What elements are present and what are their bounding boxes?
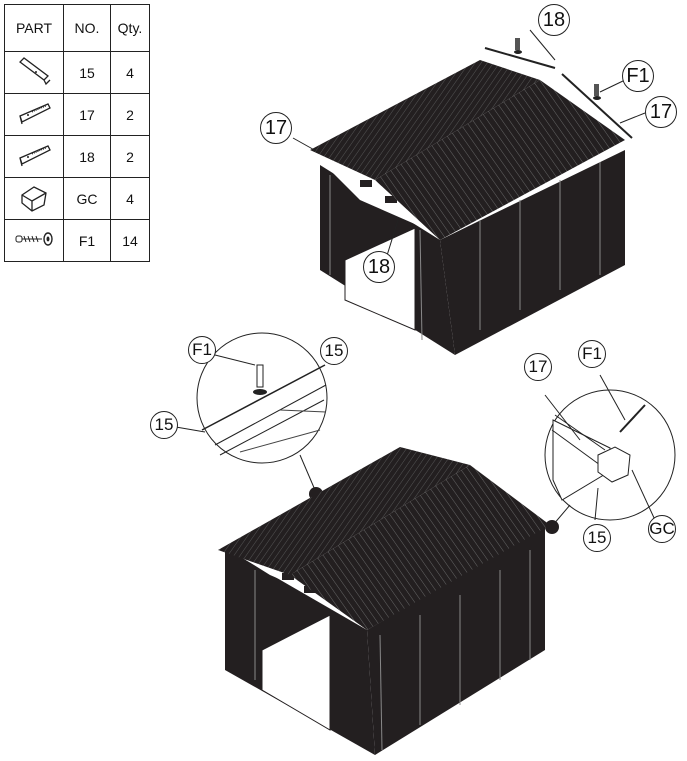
parts-table-header: PART NO. Qty. (4, 4, 150, 52)
detail-left-circle (169, 332, 328, 501)
part-qty: 4 (110, 51, 150, 94)
roof-trim-bracket-icon (4, 135, 64, 178)
callout-18-door: 18 (363, 251, 395, 283)
bottom-shed (218, 447, 550, 755)
callout-15-detail-top: 15 (320, 337, 348, 365)
header-qty: Qty. (110, 4, 150, 52)
detail-right-circle (544, 374, 676, 534)
screw-washer-icon (4, 219, 64, 262)
header-no: NO. (63, 4, 111, 52)
gable-cap-cube-icon (4, 177, 64, 220)
part-no: 15 (63, 51, 111, 94)
part-no: GC (63, 177, 111, 220)
callout-15-detail-right: 15 (583, 524, 611, 552)
part-qty: 4 (110, 177, 150, 220)
part-no: F1 (63, 219, 111, 262)
table-row: GC 4 (4, 177, 150, 220)
callout-f1-top: F1 (622, 60, 654, 92)
table-row: 18 2 (4, 135, 150, 178)
top-shed (292, 29, 646, 355)
part-qty: 14 (110, 219, 150, 262)
callout-17-detail-right: 17 (524, 353, 552, 381)
part-qty: 2 (110, 135, 150, 178)
callout-17-left: 17 (260, 112, 292, 144)
table-row: 15 4 (4, 51, 150, 94)
part-no: 18 (63, 135, 111, 178)
parts-table: PART NO. Qty. 15 4 17 2 18 2 GC 4 F1 (4, 4, 150, 262)
table-row: F1 14 (4, 219, 150, 262)
callout-f1-detail-left: F1 (188, 336, 216, 364)
callout-17-right: 17 (645, 96, 677, 128)
callout-15-detail-left: 15 (150, 411, 178, 439)
callout-gc-detail-right: GC (648, 515, 676, 543)
callout-f1-detail-right: F1 (578, 340, 606, 368)
callout-18-ridge: 18 (538, 4, 570, 36)
